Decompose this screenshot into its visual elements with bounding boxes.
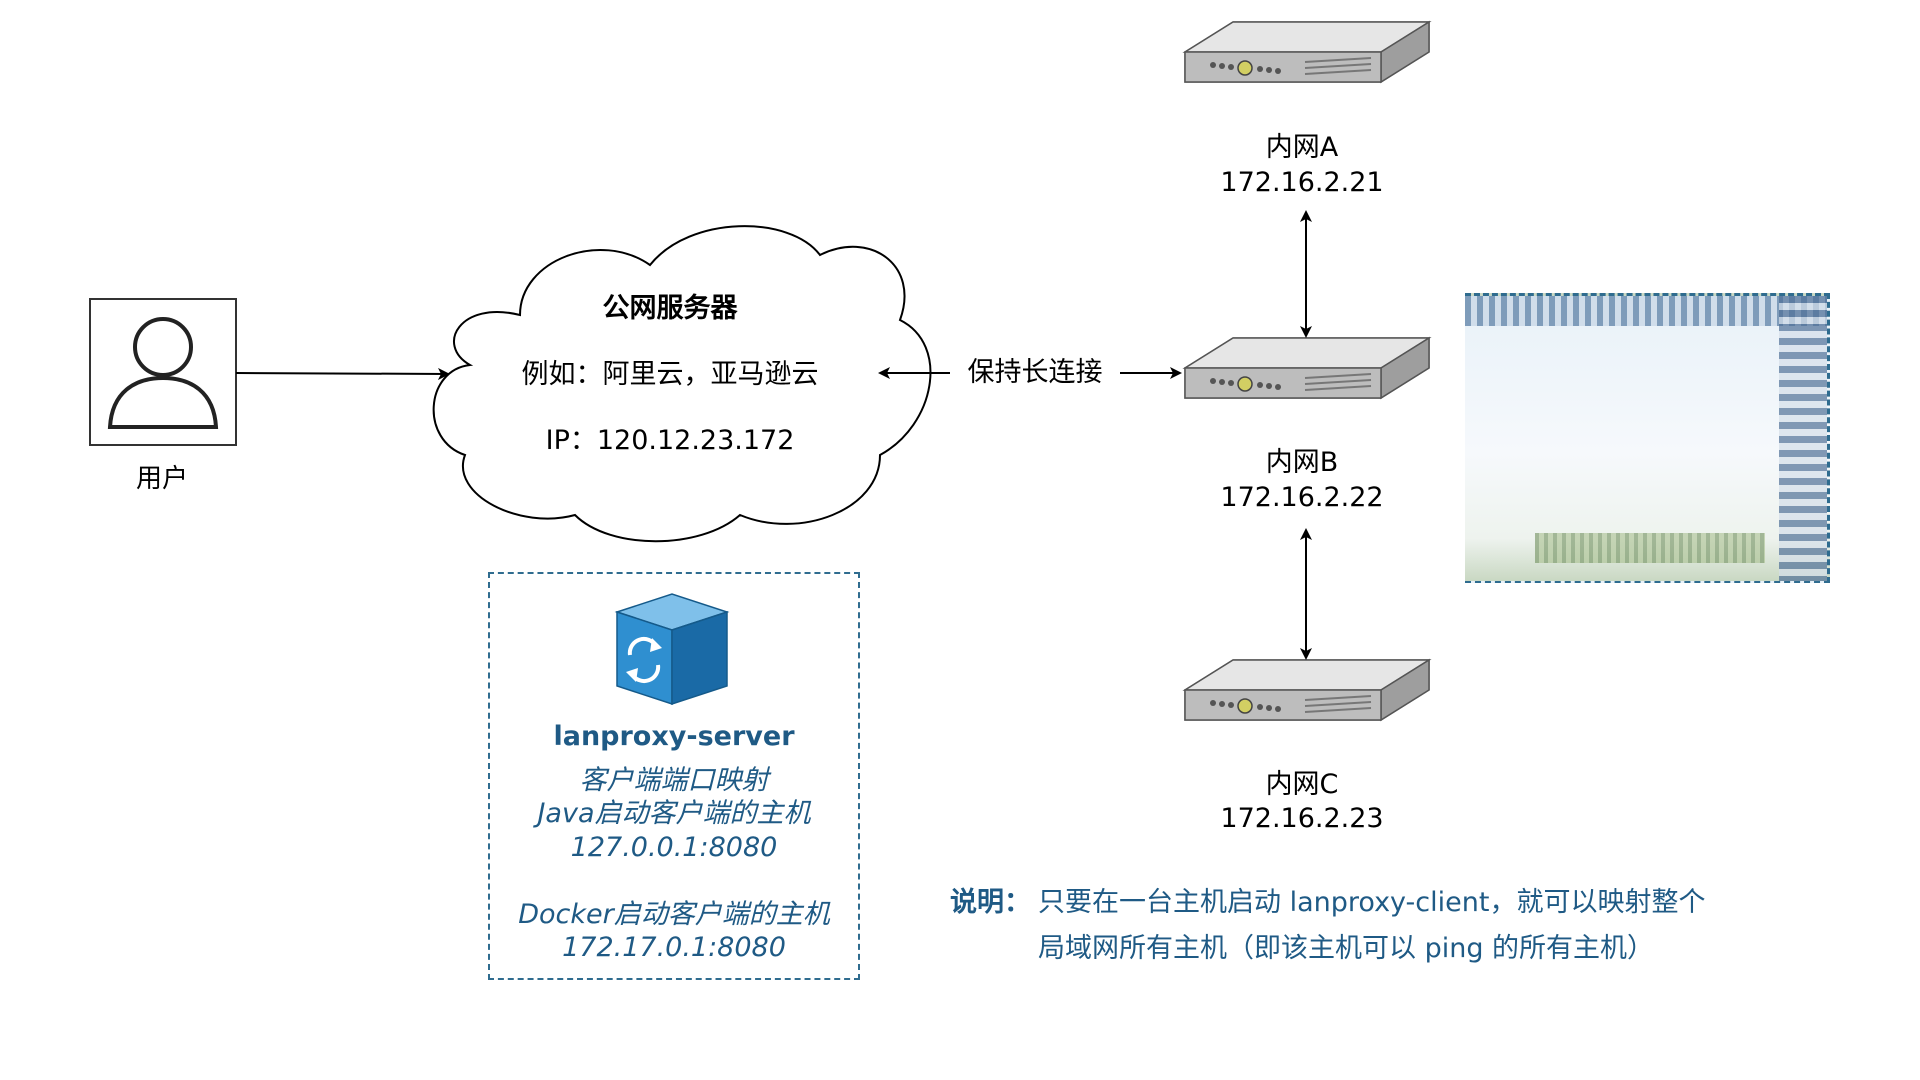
cloud-example: 例如：阿里云，亚马逊云 [521, 359, 819, 390]
user-label: 用户 [135, 464, 188, 494]
note-line-1: 只要在一台主机启动 lanproxy-client，就可以映射整个 [1038, 887, 1706, 918]
note-line-2: 局域网所有主机（即该主机可以 ping 的所有主机） [1038, 933, 1655, 964]
cloud-ip: IP：120.12.23.172 [545, 425, 795, 456]
note-label: 说明： [950, 887, 1031, 918]
proxy-docker-host-label: Docker启动客户端的主机 [518, 899, 830, 930]
lanproxy-server-box [488, 572, 860, 980]
proxy-mapping-label: 客户端端口映射 [579, 765, 769, 796]
proxy-java-host-label: Java启动客户端的主机 [537, 798, 811, 829]
server-b-icon [1184, 337, 1430, 399]
user-to-cloud-arrow [235, 367, 450, 380]
proxy-java-address: 127.0.0.1:8080 [570, 832, 778, 863]
server-b-ip: 172.16.2.22 [1220, 482, 1384, 513]
server-a-ip: 172.16.2.21 [1220, 167, 1384, 198]
user-icon [89, 298, 237, 446]
proxy-docker-address: 172.17.0.1:8080 [562, 932, 786, 963]
sync-cube-icon [614, 593, 730, 706]
server-c-ip: 172.16.2.23 [1220, 803, 1384, 834]
proxy-title: lanproxy-server [553, 721, 795, 752]
server-c-icon [1184, 659, 1430, 721]
server-b-name: 内网B [1265, 447, 1339, 478]
public-server-cloud [432, 225, 932, 543]
server-a-name: 内网A [1265, 132, 1339, 163]
photo-image [1465, 293, 1830, 583]
cloud-title: 公网服务器 [602, 293, 738, 324]
long-connection-label: 保持长连接 [950, 356, 1120, 390]
server-c-name: 内网C [1265, 769, 1339, 800]
server-a-icon [1184, 21, 1430, 83]
